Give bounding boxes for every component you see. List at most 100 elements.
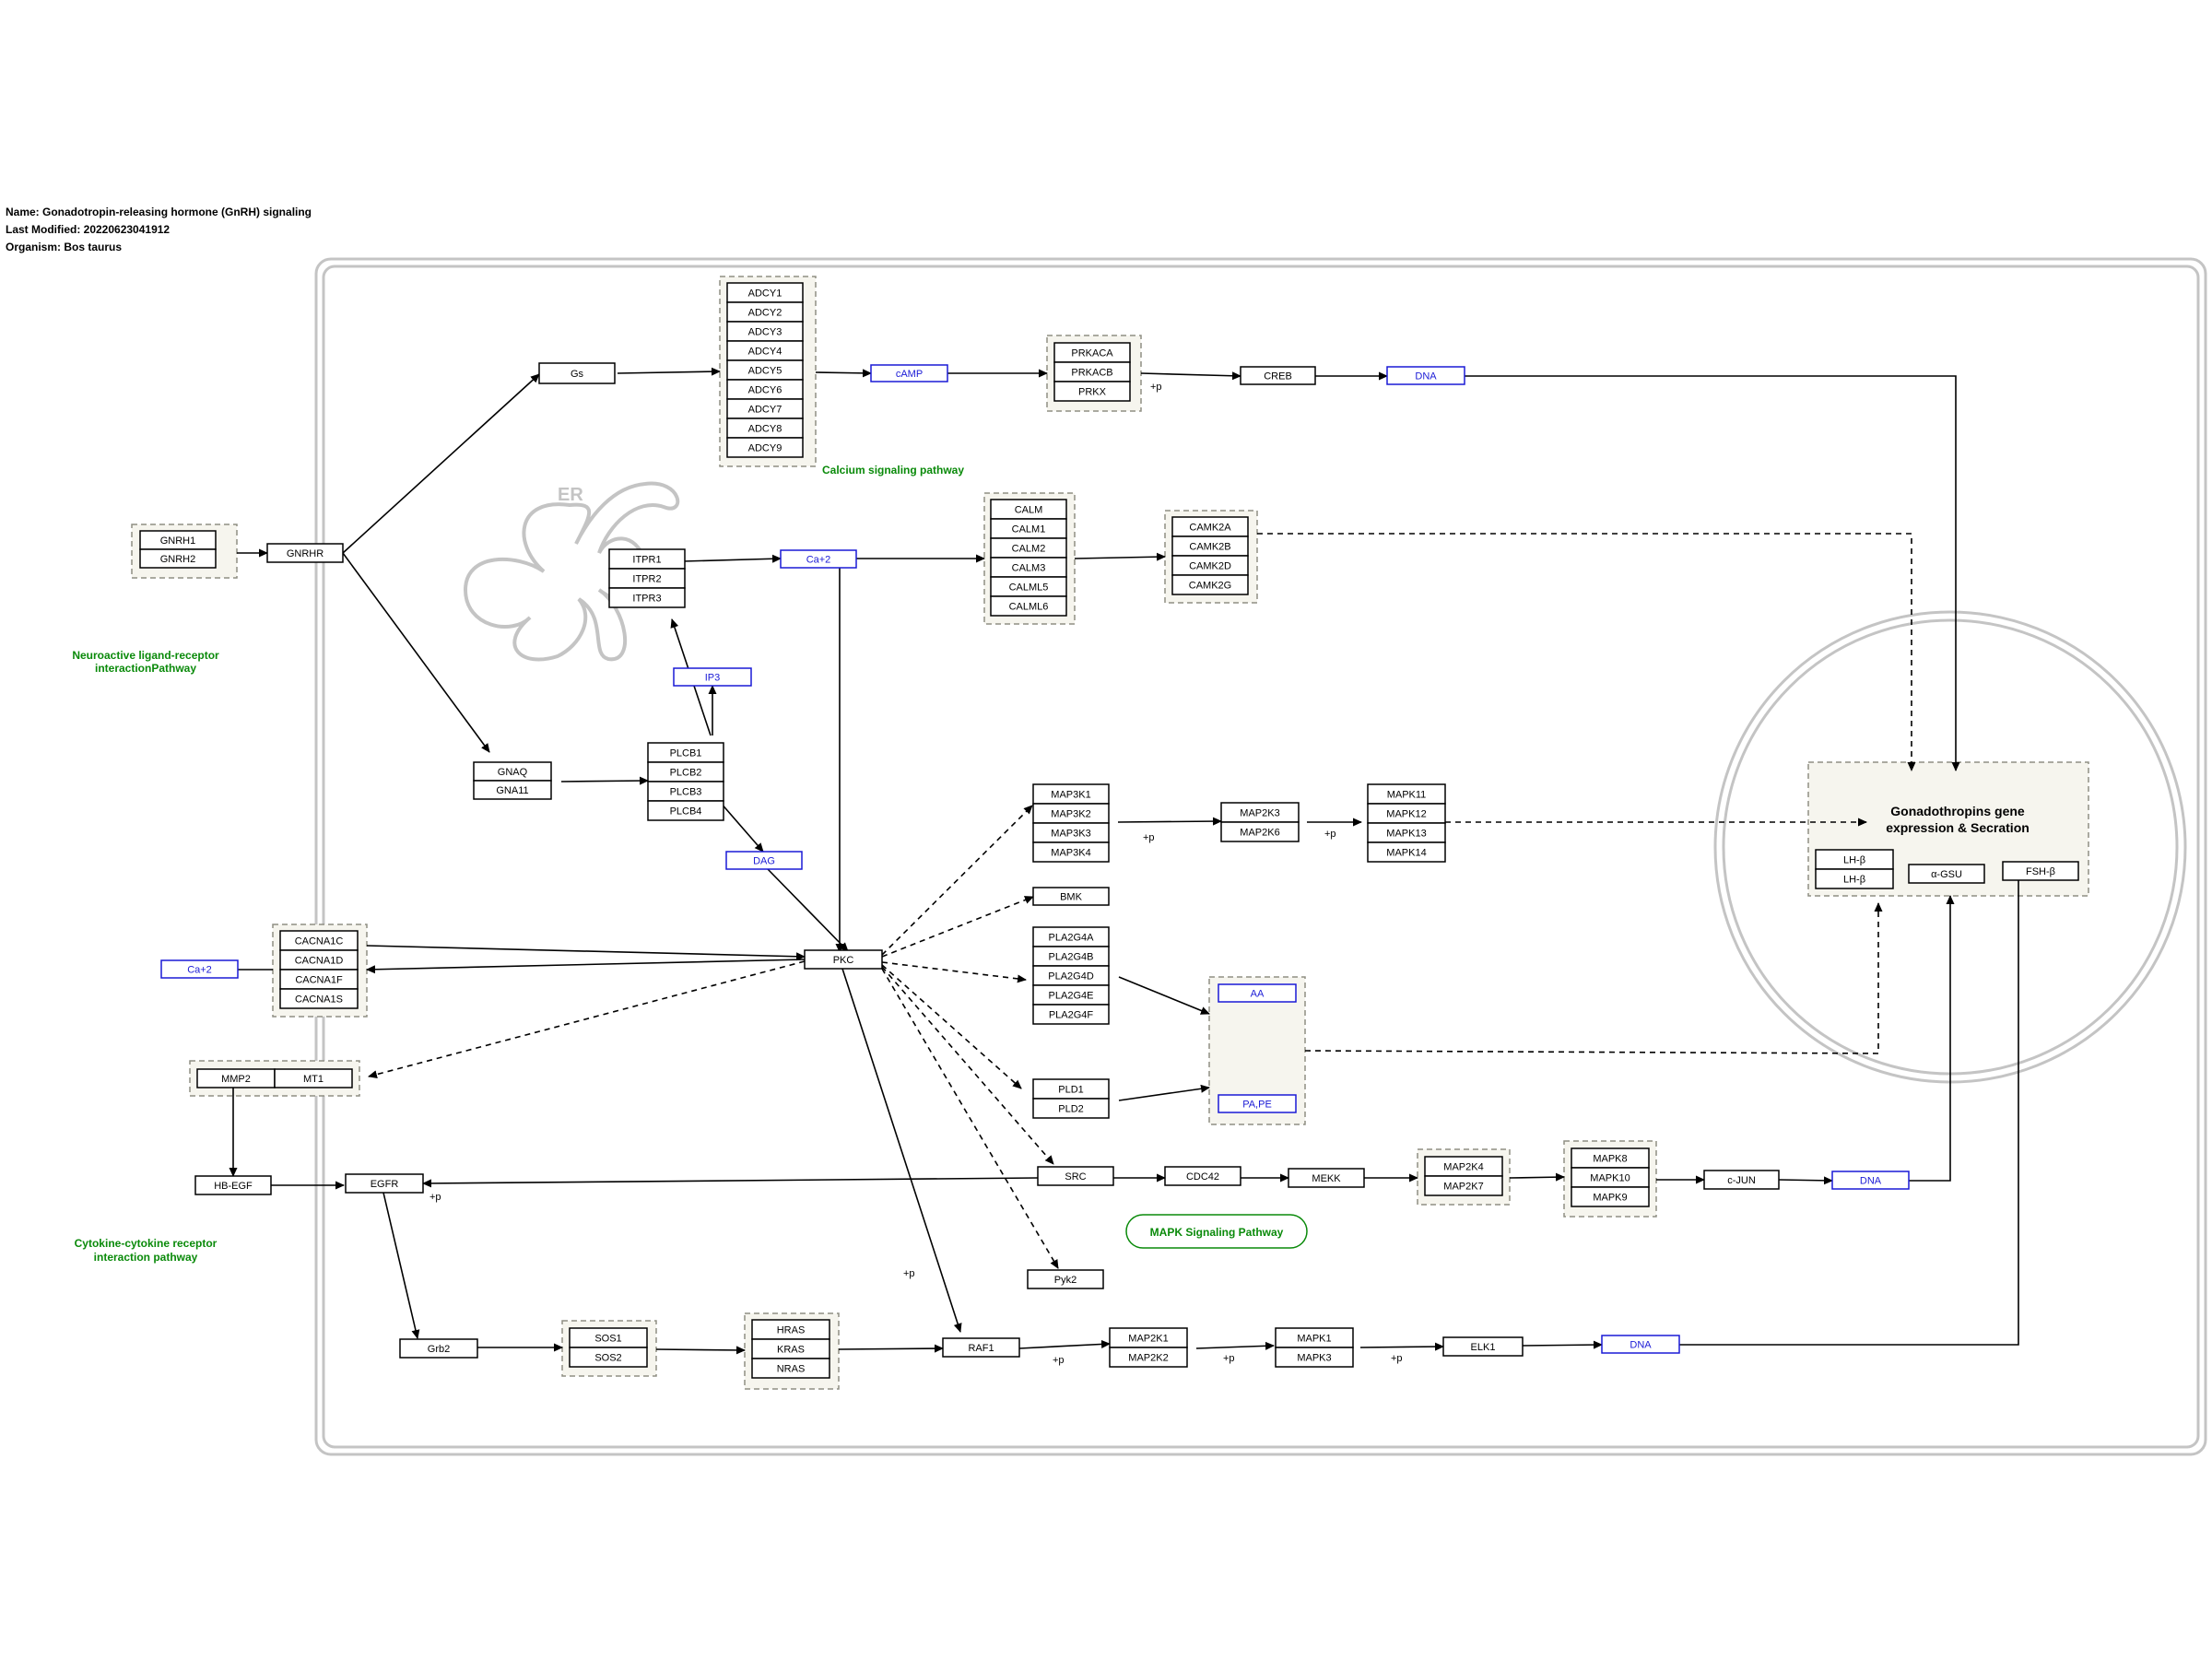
camp-metabolite[interactable]: cAMP: [870, 364, 948, 382]
mapk-pathway-link[interactable]: MAPK Signaling Pathway: [1150, 1226, 1284, 1239]
sos-gene-1[interactable]: SOS1: [569, 1327, 648, 1348]
pld-gene-1[interactable]: PLD1: [1032, 1078, 1110, 1100]
adcy-gene-3[interactable]: ADCY3: [726, 321, 804, 342]
sos-gene-2[interactable]: SOS2: [569, 1347, 648, 1368]
plcb-gene-2[interactable]: PLCB2: [647, 761, 724, 782]
ip3-metabolite[interactable]: IP3: [673, 667, 752, 687]
lhb-gene-2[interactable]: LH-β: [1815, 868, 1894, 889]
erk-gene-1[interactable]: MAPK1: [1275, 1327, 1354, 1348]
prka-gene-3[interactable]: PRKX: [1053, 381, 1131, 402]
adcy-gene-1[interactable]: ADCY1: [726, 282, 804, 303]
camk-gene-2[interactable]: CAMK2B: [1171, 535, 1249, 557]
itpr-gene-2[interactable]: ITPR2: [608, 568, 686, 589]
calm-gene-5[interactable]: CALML5: [990, 576, 1067, 597]
pld-gene-2[interactable]: PLD2: [1032, 1098, 1110, 1119]
calm-gene-1[interactable]: CALM: [990, 499, 1067, 520]
pkc-gene[interactable]: PKC: [804, 949, 883, 970]
mapk-p38-gene-3[interactable]: MAPK13: [1367, 822, 1446, 843]
lhb-gene-1[interactable]: LH-β: [1815, 849, 1894, 870]
mekk-gene[interactable]: MEKK: [1288, 1168, 1365, 1188]
creb-gene[interactable]: CREB: [1240, 366, 1316, 385]
adcy-gene-2[interactable]: ADCY2: [726, 301, 804, 323]
camk-gene-3[interactable]: CAMK2D: [1171, 555, 1249, 576]
raf1-gene[interactable]: RAF1: [942, 1337, 1020, 1358]
plcb-gene-4[interactable]: PLCB4: [647, 800, 724, 821]
adcy-gene-4[interactable]: ADCY4: [726, 340, 804, 361]
prka-gene-2[interactable]: PRKACB: [1053, 361, 1131, 382]
neuroactive-pathway-link-line1[interactable]: Neuroactive ligand-receptor: [72, 649, 219, 662]
adcy-gene-6[interactable]: ADCY6: [726, 379, 804, 400]
plcb-gene-1[interactable]: PLCB1: [647, 742, 724, 763]
jnk-gene-2[interactable]: MAPK10: [1571, 1167, 1650, 1188]
elk1-gene[interactable]: ELK1: [1442, 1336, 1524, 1357]
fshb-gene[interactable]: FSH-β: [2002, 861, 2079, 881]
cdc42-gene[interactable]: CDC42: [1164, 1166, 1241, 1186]
gnaq-gene-1[interactable]: GNAQ: [473, 761, 552, 782]
camk-gene-4[interactable]: CAMK2G: [1171, 574, 1249, 595]
dna-metabolite-elk1[interactable]: DNA: [1601, 1335, 1680, 1354]
map2k36-gene-1[interactable]: MAP2K3: [1220, 802, 1300, 823]
jnk-gene-1[interactable]: MAPK8: [1571, 1147, 1650, 1169]
erk-gene-2[interactable]: MAPK3: [1275, 1347, 1354, 1368]
map3k-gene-1[interactable]: MAP3K1: [1032, 783, 1110, 805]
pla2g4-gene-3[interactable]: PLA2G4D: [1032, 965, 1110, 986]
gnrh-gene-2[interactable]: GNRH2: [139, 548, 217, 569]
pla2g4-gene-2[interactable]: PLA2G4B: [1032, 946, 1110, 967]
map2k12-gene-1[interactable]: MAP2K1: [1109, 1327, 1188, 1348]
cytokine-pathway-link-line2[interactable]: interaction pathway: [94, 1251, 198, 1264]
adcy-gene-7[interactable]: ADCY7: [726, 398, 804, 419]
mt1-gene[interactable]: MT1: [274, 1068, 353, 1088]
ras-gene-3[interactable]: NRAS: [751, 1358, 830, 1379]
calcium-pathway-link[interactable]: Calcium signaling pathway: [822, 464, 964, 477]
dna-metabolite-cjun[interactable]: DNA: [1831, 1171, 1910, 1190]
gnrh-gene-1[interactable]: GNRH1: [139, 530, 217, 550]
pyk2-gene[interactable]: Pyk2: [1027, 1269, 1104, 1289]
cytokine-pathway-link-line1[interactable]: Cytokine-cytokine receptor: [75, 1237, 218, 1250]
adcy-gene-9[interactable]: ADCY9: [726, 437, 804, 458]
pla2g4-gene-4[interactable]: PLA2G4E: [1032, 984, 1110, 1006]
mapk-pathway-link-frame[interactable]: [1125, 1214, 1308, 1249]
pla2g4-gene-5[interactable]: PLA2G4F: [1032, 1004, 1110, 1025]
adcy-gene-8[interactable]: ADCY8: [726, 418, 804, 439]
agsu-gene[interactable]: α-GSU: [1908, 864, 1985, 884]
hbegf-gene[interactable]: HB-EGF: [194, 1175, 272, 1195]
calm-gene-4[interactable]: CALM3: [990, 557, 1067, 578]
gnrhr-gene[interactable]: GNRHR: [266, 543, 344, 563]
aa-metabolite[interactable]: AA: [1218, 983, 1297, 1003]
itpr-gene-3[interactable]: ITPR3: [608, 587, 686, 608]
prka-gene-1[interactable]: PRKACA: [1053, 342, 1131, 363]
mapk-p38-gene-1[interactable]: MAPK11: [1367, 783, 1446, 805]
pla2g4-gene-1[interactable]: PLA2G4A: [1032, 926, 1110, 947]
cacna-gene-3[interactable]: CACNA1F: [279, 969, 359, 990]
gnaq-gene-2[interactable]: GNA11: [473, 780, 552, 800]
calm-gene-3[interactable]: CALM2: [990, 537, 1067, 559]
grb2-gene[interactable]: Grb2: [399, 1338, 478, 1359]
bmk-gene[interactable]: BMK: [1032, 887, 1110, 906]
map2k36-gene-2[interactable]: MAP2K6: [1220, 821, 1300, 842]
pape-metabolite[interactable]: PA,PE: [1218, 1094, 1297, 1113]
neuroactive-pathway-link-line2[interactable]: interactionPathway: [95, 662, 196, 675]
plcb-gene-3[interactable]: PLCB3: [647, 781, 724, 802]
mmp2-gene[interactable]: MMP2: [196, 1068, 276, 1088]
map3k-gene-4[interactable]: MAP3K4: [1032, 841, 1110, 863]
dna-metabolite-creb[interactable]: DNA: [1386, 366, 1465, 385]
jnk-gene-3[interactable]: MAPK9: [1571, 1186, 1650, 1207]
ca2-metabolite-extracellular[interactable]: Ca+2: [160, 959, 239, 979]
camk-gene-1[interactable]: CAMK2A: [1171, 516, 1249, 537]
src-gene[interactable]: SRC: [1037, 1166, 1114, 1186]
map2k47-gene-1[interactable]: MAP2K4: [1424, 1156, 1503, 1177]
gs-gene[interactable]: Gs: [538, 362, 616, 384]
ras-gene-1[interactable]: HRAS: [751, 1319, 830, 1340]
itpr-gene-1[interactable]: ITPR1: [608, 548, 686, 570]
calm-gene-2[interactable]: CALM1: [990, 518, 1067, 539]
map2k12-gene-2[interactable]: MAP2K2: [1109, 1347, 1188, 1368]
egfr-gene[interactable]: EGFR: [345, 1173, 424, 1194]
calm-gene-6[interactable]: CALML6: [990, 595, 1067, 617]
cacna-gene-2[interactable]: CACNA1D: [279, 949, 359, 971]
cacna-gene-1[interactable]: CACNA1C: [279, 930, 359, 951]
map3k-gene-2[interactable]: MAP3K2: [1032, 803, 1110, 824]
cjun-gene[interactable]: c-JUN: [1703, 1170, 1780, 1190]
dag-metabolite[interactable]: DAG: [725, 851, 803, 870]
cacna-gene-4[interactable]: CACNA1S: [279, 988, 359, 1009]
ras-gene-2[interactable]: KRAS: [751, 1338, 830, 1359]
